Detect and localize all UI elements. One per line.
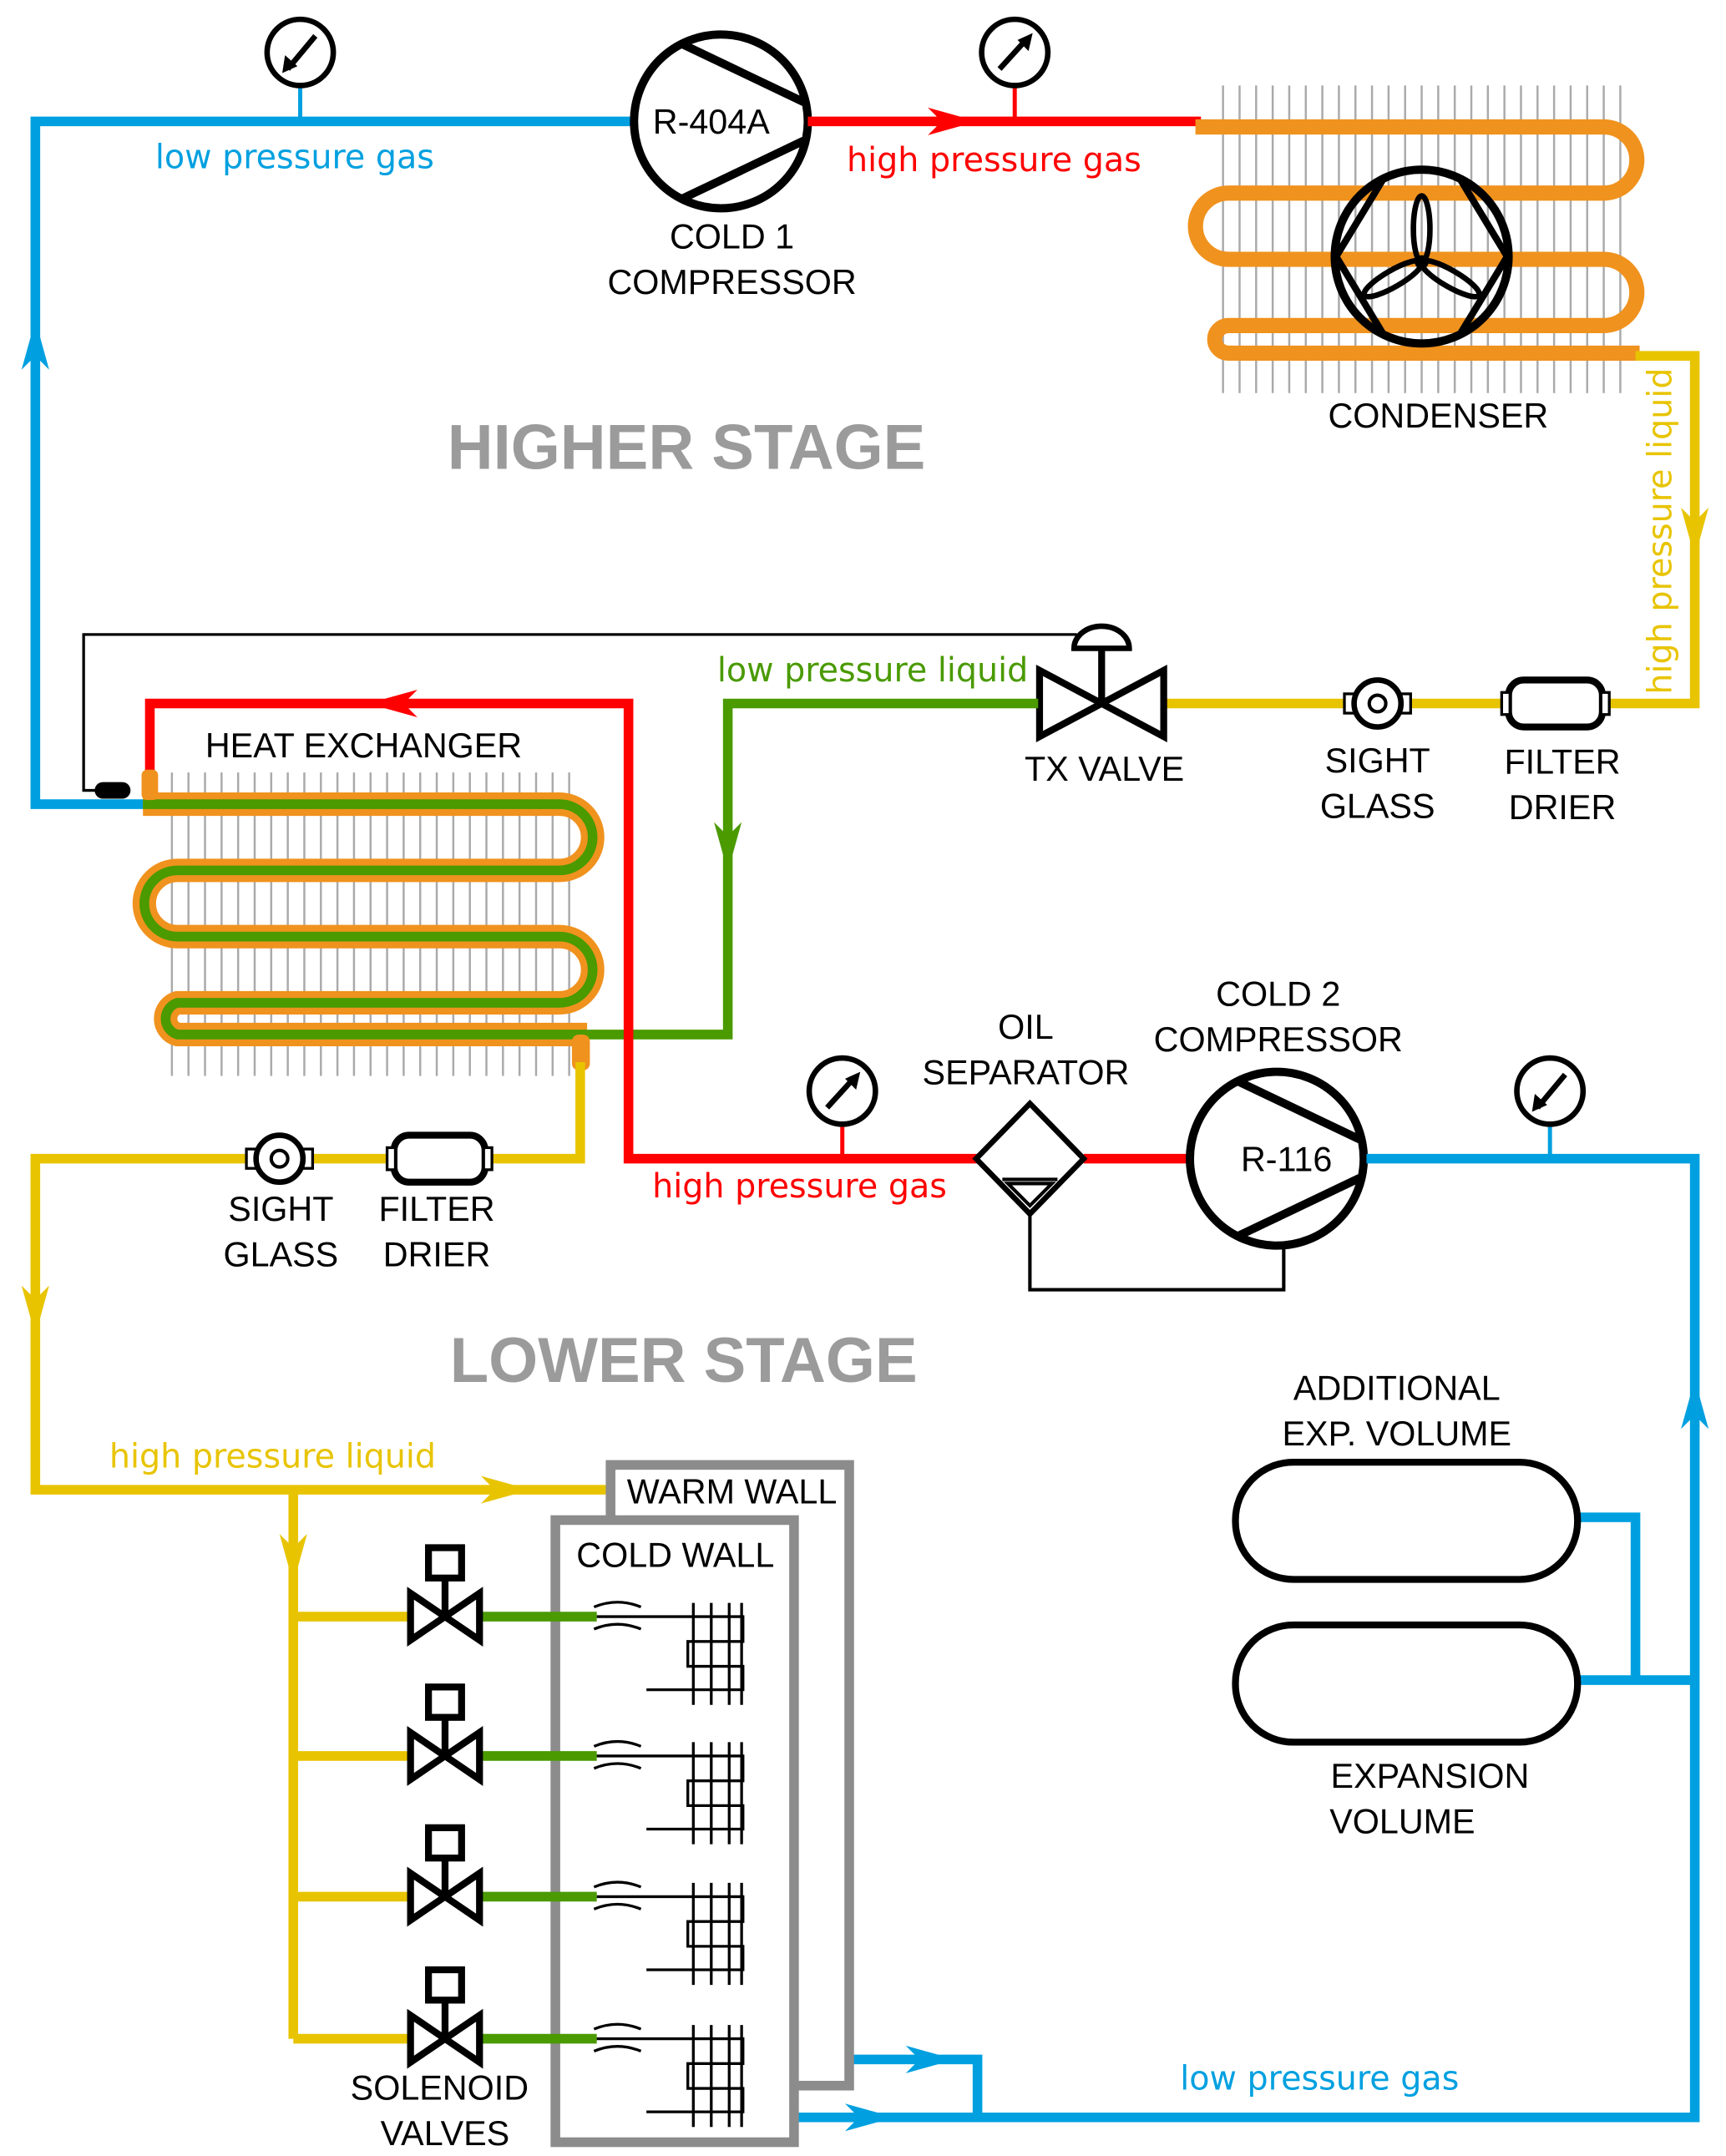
solenoid-valve-icon — [407, 1966, 483, 2069]
capillary-icon — [593, 1601, 642, 1631]
filter-drier-icon — [385, 1131, 494, 1186]
pressure-gauge-icon — [979, 16, 1051, 89]
filter-drier-label: FILTER — [378, 1190, 494, 1228]
oil-separator-label: OIL — [998, 1008, 1054, 1046]
solenoid-valve-icon — [407, 1683, 483, 1786]
sight-glass-label: GLASS — [1320, 787, 1435, 826]
filter-drier-label: FILTER — [1504, 743, 1620, 782]
flow-arrow-icon — [480, 1475, 531, 1504]
pipe-low-pressure-gas-lower — [793, 1153, 1700, 2123]
solenoid-coil — [425, 1824, 465, 1862]
capillary-icon — [593, 1739, 642, 1770]
evaporator-coil-icon — [596, 1742, 745, 1845]
solenoid-branches — [293, 1544, 745, 2128]
capillary — [593, 2022, 642, 2052]
condenser-label: CONDENSER — [1328, 397, 1548, 435]
heat-exchanger-label: HEAT EXCHANGER — [205, 726, 522, 765]
sight-glass-label: GLASS — [224, 1235, 339, 1273]
pressure-gauge-icon — [264, 16, 337, 89]
sight-glass-icon — [1343, 677, 1412, 730]
capillary — [593, 1601, 642, 1631]
flow-arrow-icon — [1681, 1379, 1709, 1430]
filter-drier-icon — [1500, 676, 1611, 731]
sight-glass-label: SIGHT — [1325, 741, 1430, 780]
pipe-low-pressure-gas-higher — [30, 116, 635, 809]
solenoid-valves-label: SOLENOID — [351, 2068, 529, 2107]
solenoid-branch — [293, 1824, 745, 1986]
lower-stage-title: LOWER STAGE — [450, 1325, 918, 1396]
flow-arrow-icon — [714, 822, 742, 873]
additional-volume-label: ADDITIONAL — [1293, 1369, 1501, 1408]
expansion-volume-tank — [1232, 1621, 1582, 1746]
pipe-label-high-pressure-gas: high pressure gas — [847, 141, 1141, 180]
solenoid-branch — [293, 1966, 745, 2128]
sensing-line — [82, 633, 1077, 792]
flow-arrow-icon — [1681, 507, 1709, 558]
tx-valve-label: TX VALVE — [1025, 750, 1184, 788]
filter-drier-label: DRIER — [1509, 788, 1616, 827]
oil-separator-icon — [972, 1099, 1088, 1218]
pipe-label-high-pressure-gas: high pressure gas — [652, 1167, 947, 1206]
sight-glass-icon — [245, 1132, 315, 1186]
solenoid-branch — [293, 1544, 745, 1705]
solenoid-branch — [293, 1683, 745, 1845]
capillary — [593, 1880, 642, 1911]
compressor-label: COLD 1 — [670, 217, 794, 256]
heat-exchanger-coil-inner — [139, 799, 598, 1040]
compressor-refrigerant: R-404A — [653, 103, 770, 141]
pipe-high-pressure-liquid-lower — [30, 1062, 611, 1495]
pipe-label-high-pressure-liquid: high pressure liquid — [1642, 367, 1680, 694]
pipe-label-low-pressure-gas: low pressure gas — [155, 139, 434, 177]
expansion-volume-label: EXPANSION — [1331, 1757, 1530, 1795]
solenoid-valve-icon — [407, 1544, 483, 1647]
solenoid-coil — [425, 1966, 465, 2004]
fan-icon — [1330, 165, 1513, 348]
oil-separator-label: SEPARATOR — [923, 1053, 1130, 1091]
pressure-gauge-icon — [806, 1055, 878, 1127]
higher-stage-title: HIGHER STAGE — [448, 412, 926, 483]
solenoid-valves-label: VALVES — [381, 2114, 510, 2153]
pipe-label-low-pressure-gas: low pressure gas — [1180, 2060, 1459, 2098]
solenoid-coil — [425, 1544, 465, 1582]
pipe-label-high-pressure-liquid: high pressure liquid — [109, 1438, 436, 1476]
cold-wall-label: COLD WALL — [576, 1536, 774, 1575]
sight-glass-label: SIGHT — [228, 1190, 333, 1228]
expansion-valve-icon — [1035, 623, 1167, 743]
filter-drier-label: DRIER — [383, 1235, 490, 1273]
compressor-label: COLD 2 — [1216, 974, 1340, 1013]
oil-return-line — [1028, 1200, 1286, 1292]
capillary-icon — [593, 1880, 642, 1911]
additional-expansion-volume-tank — [1232, 1458, 1582, 1583]
capillary-icon — [593, 2022, 642, 2052]
pipe-label-low-pressure-liquid: low pressure liquid — [717, 651, 1028, 690]
flow-arrow-icon — [279, 1533, 307, 1584]
flow-arrow-icon — [21, 1285, 49, 1336]
capillary — [593, 1739, 642, 1770]
solenoid-valve-icon — [407, 1824, 483, 1927]
evaporator-coil-icon — [596, 1882, 745, 1986]
evaporator-coil-icon — [596, 2025, 745, 2128]
condenser-coil — [1187, 119, 1645, 361]
compressor-refrigerant: R-116 — [1241, 1141, 1332, 1179]
compressor-icon — [630, 30, 812, 213]
flow-arrow-icon — [928, 107, 978, 135]
flow-arrow-icon — [367, 689, 418, 718]
solenoid-coil — [425, 1683, 465, 1721]
pressure-gauge-icon — [1514, 1055, 1587, 1127]
flow-arrow-icon — [21, 320, 49, 370]
flow-arrow-icon — [845, 2103, 895, 2132]
additional-volume-label: EXP. VOLUME — [1283, 1415, 1512, 1453]
flow-arrow-icon — [905, 2045, 956, 2073]
pipe-high-pressure-gas-lower — [144, 698, 978, 1164]
sensing-bulb — [94, 782, 131, 799]
warm-wall-label: WARM WALL — [627, 1473, 838, 1511]
compressor-icon — [1186, 1067, 1369, 1250]
compressor-label: COMPRESSOR — [607, 263, 856, 301]
expansion-volume-label: VOLUME — [1329, 1802, 1475, 1840]
compressor-label: COMPRESSOR — [1154, 1020, 1403, 1059]
evaporator-coil-icon — [596, 1602, 745, 1705]
